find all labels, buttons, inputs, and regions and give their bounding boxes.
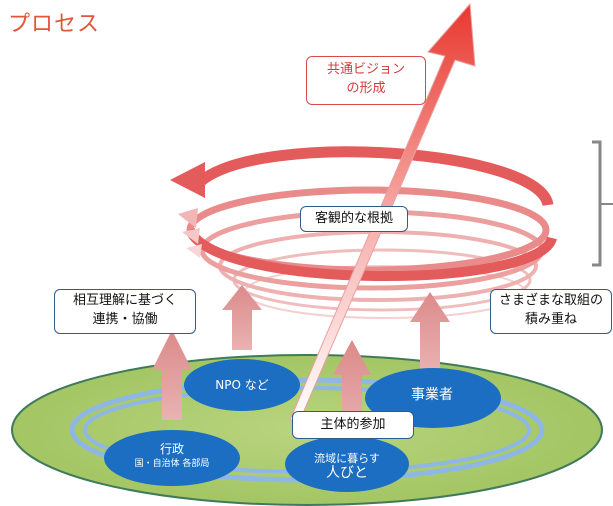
label-mutual-understanding: 相互理解に基づく 連携・協働 bbox=[54, 289, 196, 334]
npo-label: NPO など bbox=[215, 378, 269, 392]
actor-npo bbox=[184, 359, 300, 411]
label-participation: 主体的参加 bbox=[292, 411, 414, 439]
people-label: 流域に暮らす 人びと bbox=[314, 452, 380, 481]
label-objective-evidence: 客観的な根拠 bbox=[300, 206, 408, 232]
actor-gov bbox=[104, 430, 240, 486]
up-arrow-gov bbox=[152, 330, 192, 420]
label-common-vision: 共通ビジョン の形成 bbox=[306, 56, 426, 105]
bracket bbox=[592, 140, 602, 267]
up-arrow-npo bbox=[222, 285, 262, 350]
up-arrow-business bbox=[410, 292, 450, 372]
page-title: プロセス bbox=[8, 12, 101, 37]
gov-label: 行政 国・自治体 各部局 bbox=[134, 442, 210, 469]
actor-people bbox=[285, 436, 409, 492]
label-accumulated-efforts: さまざまな取組の 積み重ね bbox=[490, 289, 612, 334]
business-label: 事業者 bbox=[411, 387, 453, 403]
